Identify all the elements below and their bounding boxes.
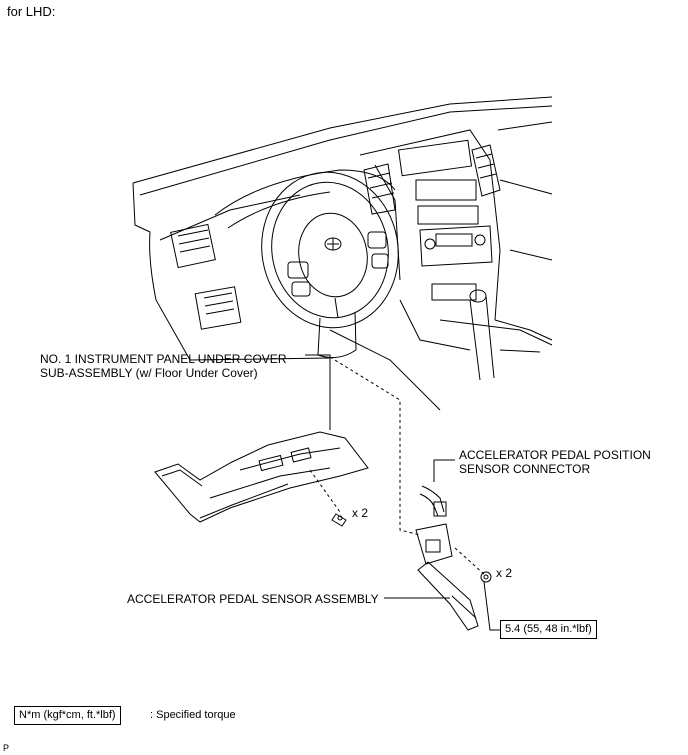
screw-count-label: x 2 <box>352 506 369 520</box>
torque-unit-legend-box: N*m (kgf*cm, ft.*lbf) <box>14 706 121 725</box>
page-title: for LHD: <box>7 4 56 19</box>
under-cover-part <box>154 431 369 523</box>
footer-code: P <box>3 743 10 753</box>
nut-count-label: x 2 <box>496 566 513 580</box>
torque-value-box: 5.4 (55, 48 in.*lbf) <box>500 620 597 639</box>
connector-label-sub: SENSOR CONNECTOR <box>459 462 591 476</box>
under-cover-label: NO. 1 INSTRUMENT PANEL UNDER COVER <box>40 352 287 366</box>
nut-part <box>480 571 492 583</box>
dashboard-illustration <box>132 96 553 411</box>
pedal-assembly-label: ACCELERATOR PEDAL SENSOR ASSEMBLY <box>127 592 379 606</box>
under-cover-label-sub: SUB-ASSEMBLY (w/ Floor Under Cover) <box>40 366 258 380</box>
torque-legend-description: : Specified torque <box>150 709 236 721</box>
screw-part <box>331 513 347 527</box>
pedal-part <box>415 523 479 631</box>
connector-part <box>419 485 447 517</box>
leader-lines <box>305 354 500 631</box>
connector-label: ACCELERATOR PEDAL POSITION <box>459 448 651 462</box>
